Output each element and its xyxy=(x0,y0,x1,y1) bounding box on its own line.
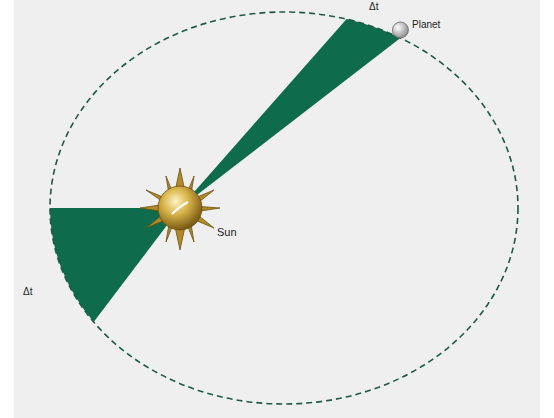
interval-label: Δt xyxy=(368,1,379,12)
swept-area xyxy=(180,19,400,208)
planet-symbol xyxy=(392,22,408,38)
planet-label: Planet xyxy=(411,19,441,30)
background-panel xyxy=(14,0,540,418)
sun-symbol xyxy=(140,168,220,250)
sun-label: Sun xyxy=(216,226,238,238)
interval-label: Δt xyxy=(22,286,33,297)
orbit-ellipse xyxy=(50,12,518,404)
swept-area xyxy=(50,208,180,322)
